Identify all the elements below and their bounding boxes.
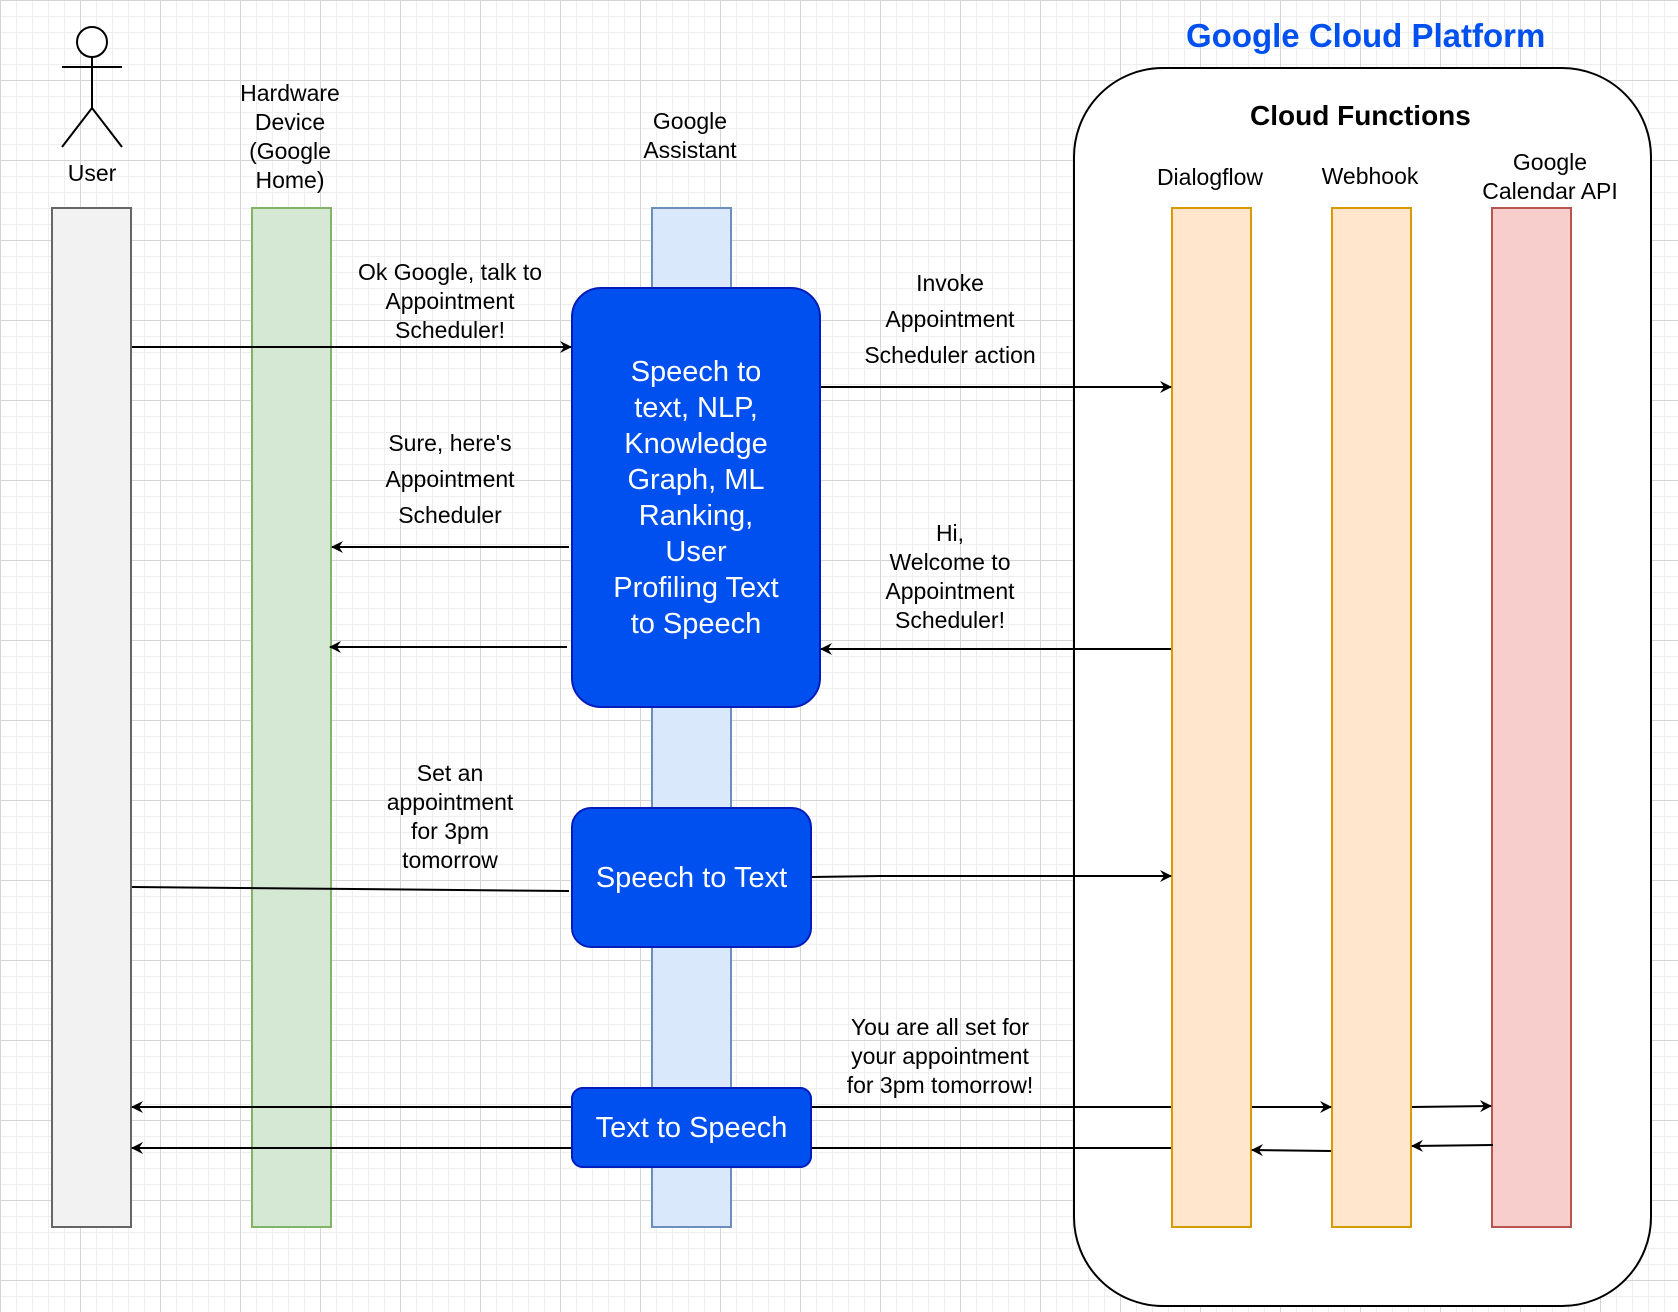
message-set-appointment: Set an appointment for 3pm tomorrow (386, 760, 514, 873)
message-invoke-action: Invoke Appointment Scheduler action (864, 270, 1036, 368)
dialogflow-label: Dialogflow (1156, 164, 1264, 190)
google-assistant-label: Google Assistant (643, 108, 737, 163)
speech-to-text-box: Speech to Text (571, 807, 812, 948)
user-lifeline (51, 207, 132, 1228)
webhook-lifeline (1331, 207, 1412, 1228)
gcp-title: Google Cloud Platform (1186, 17, 1546, 54)
google-calendar-api-lifeline (1491, 207, 1572, 1228)
user-label: User (67, 160, 117, 186)
line-user-to-speech-to-text (131, 886, 570, 892)
hardware-device-lifeline (251, 207, 332, 1228)
hardware-device-label: Hardware Device (Google Home) (240, 80, 340, 193)
message-ok-google: Ok Google, talk to Appointment Scheduler… (357, 259, 543, 343)
message-welcome: Hi, Welcome to Appointment Scheduler! (885, 520, 1015, 633)
nlp-process-box: Speech to text, NLP, Knowledge Graph, ML… (571, 287, 821, 708)
google-calendar-api-label: Google Calendar API (1482, 149, 1618, 204)
message-sure-here: Sure, here's Appointment Scheduler (385, 430, 515, 528)
webhook-label: Webhook (1321, 163, 1419, 189)
dialogflow-lifeline (1171, 207, 1252, 1228)
text-to-speech-box-overlay: Text to Speech (571, 1087, 812, 1168)
cloud-functions-title: Cloud Functions (1250, 100, 1471, 131)
message-all-set: You are all set for your appointment for… (846, 1014, 1034, 1098)
user-actor-icon (61, 26, 123, 148)
